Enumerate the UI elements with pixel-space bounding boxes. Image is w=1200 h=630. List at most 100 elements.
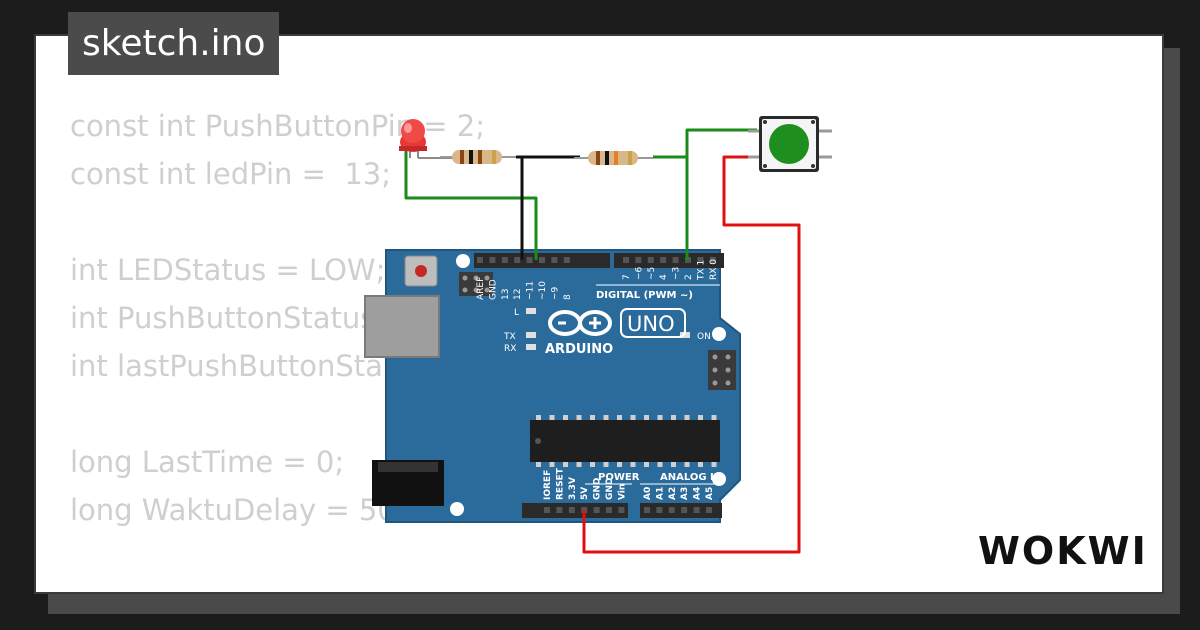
code-line: int PushButtonStatus — [70, 301, 376, 335]
wire-resistor-to-pin2 — [653, 155, 689, 260]
header-socket[interactable] — [563, 257, 570, 263]
header-socket[interactable] — [539, 257, 545, 263]
mounting-hole — [712, 472, 726, 486]
resistor-led[interactable] — [440, 150, 516, 164]
pin-label: GND — [593, 478, 603, 500]
pin-label: A5 — [705, 487, 715, 500]
pin-label: A4 — [693, 487, 703, 500]
header-socket[interactable] — [656, 507, 663, 513]
pin-label: 13 — [501, 289, 511, 300]
header-socket[interactable] — [706, 507, 712, 513]
push-button[interactable] — [748, 116, 832, 172]
microcontroller-chip — [530, 415, 720, 467]
header-socket[interactable] — [644, 507, 650, 513]
pin-label: A0 — [643, 487, 653, 500]
pin-label: ~3 — [672, 267, 682, 280]
header-socket[interactable] — [672, 257, 679, 263]
arduino-logo-icon — [548, 310, 612, 336]
icsp-header-right — [708, 350, 736, 390]
header-socket[interactable] — [514, 257, 521, 263]
pin-label: AREF — [476, 277, 486, 300]
pin-label: RX 0 — [709, 259, 719, 280]
chip-pin — [576, 415, 582, 421]
header-socket[interactable] — [593, 507, 600, 513]
wires[interactable] — [404, 128, 801, 554]
header-socket[interactable] — [568, 507, 575, 513]
chip-pin — [536, 415, 541, 421]
mounting-hole — [456, 254, 470, 268]
chip-pin — [590, 461, 595, 467]
header-socket[interactable] — [660, 257, 667, 263]
pin-label: GND — [488, 279, 498, 300]
power-header — [522, 503, 628, 518]
header-socket[interactable] — [544, 507, 550, 513]
chip-pin — [684, 461, 690, 467]
chip-pin — [630, 415, 636, 421]
wokwi-logo-text: WOKWI — [978, 529, 1148, 573]
chip-pin — [630, 461, 636, 467]
chip-pin — [563, 461, 568, 467]
code-line: const int ledPin = 13; — [70, 157, 392, 191]
board-leds: L TX RX ON — [503, 308, 711, 354]
reset-button-cap[interactable] — [415, 265, 427, 277]
header-socket[interactable] — [668, 507, 675, 513]
pin-label: ~10 — [538, 281, 548, 300]
chip-pin — [671, 415, 676, 421]
header-socket[interactable] — [709, 257, 716, 263]
pin-label: ~6 — [634, 266, 644, 280]
pin-label: 7 — [622, 274, 632, 280]
wire-pin2-to-button — [685, 128, 757, 157]
pin-label: ~9 — [550, 286, 560, 300]
header-socket[interactable] — [635, 257, 642, 263]
chip-pin — [698, 461, 703, 467]
pin-label: 12 — [513, 289, 523, 300]
header-socket[interactable] — [477, 257, 483, 263]
header-socket[interactable] — [501, 257, 508, 263]
chip-pin — [657, 461, 663, 467]
header-socket[interactable] — [551, 257, 558, 263]
header-socket[interactable] — [556, 507, 563, 513]
header-socket[interactable] — [489, 257, 496, 263]
code-line: int LEDStatus = LOW; — [70, 253, 386, 287]
pin-label: 4 — [659, 274, 669, 280]
chip-pin — [711, 461, 717, 467]
chip-pin — [590, 415, 595, 421]
pin-label: Vin — [617, 484, 627, 500]
header-socket[interactable] — [697, 257, 704, 263]
chip-pin — [603, 415, 609, 421]
pin-label: 5V — [580, 487, 590, 500]
pin-label: A1 — [655, 487, 665, 500]
chip-pin — [684, 415, 690, 421]
analog-header — [640, 503, 722, 518]
resistor-pulldown[interactable] — [574, 151, 653, 165]
pin-label: TX 1 — [696, 260, 706, 281]
code-line: const int PushButtonPin = 2; — [70, 109, 486, 143]
pin-label: ~5 — [647, 267, 657, 280]
wokwi-logo: WOKWI — [978, 529, 1148, 573]
usb-connector — [364, 295, 440, 358]
wire-led-to-pin13 — [404, 150, 538, 260]
header-socket[interactable] — [623, 257, 629, 263]
chip-pin — [536, 461, 541, 467]
header-socket[interactable] — [647, 257, 654, 263]
digital-header-right — [614, 253, 724, 268]
chip-pin — [617, 415, 622, 421]
led-label-tx: TX — [503, 332, 516, 342]
uno-badge — [620, 308, 686, 338]
header-socket[interactable] — [693, 507, 700, 513]
header-socket[interactable] — [618, 507, 625, 513]
pin-label: 8 — [563, 294, 573, 300]
push-button-cap[interactable] — [769, 124, 809, 164]
red-led[interactable] — [399, 119, 453, 159]
pin-label: RESET — [555, 467, 565, 500]
header-socket[interactable] — [526, 257, 533, 263]
chip-pin — [698, 415, 703, 421]
header-socket[interactable] — [681, 507, 688, 513]
pin-label: A3 — [680, 487, 690, 500]
chip-pin — [617, 461, 622, 467]
header-socket[interactable] — [606, 507, 612, 513]
pin-label: A2 — [668, 487, 678, 500]
file-name-tab[interactable]: sketch.ino — [68, 12, 280, 75]
